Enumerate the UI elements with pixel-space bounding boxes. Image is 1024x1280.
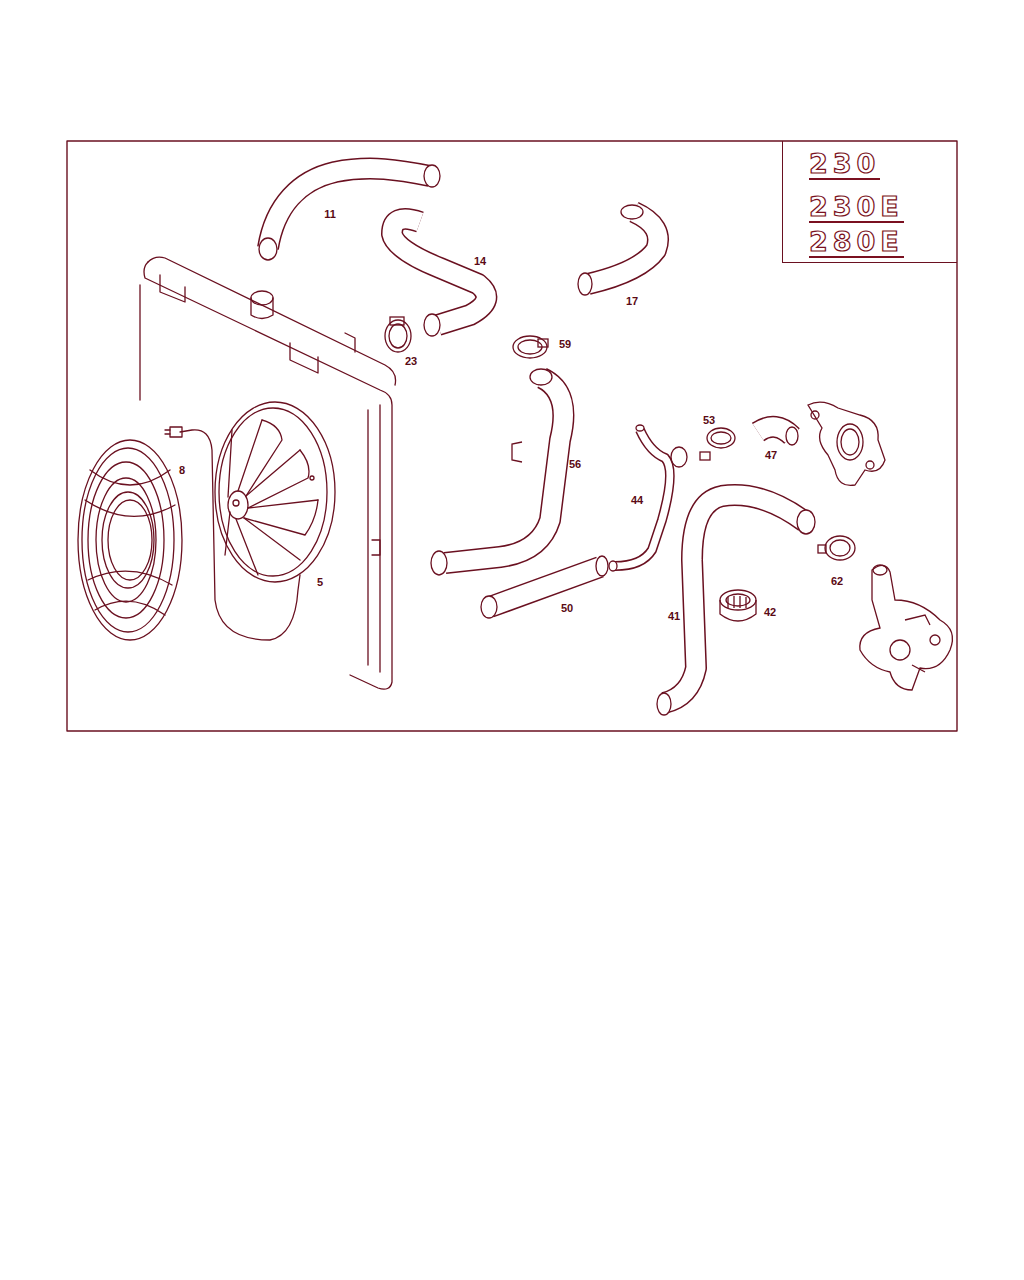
- callout-number: 59: [558, 338, 572, 351]
- callout-number: 44: [630, 494, 644, 507]
- callout-number: 62: [830, 575, 844, 588]
- callout-number: 17: [625, 295, 639, 308]
- model-badge: 230: [809, 150, 880, 180]
- callout-number: 56: [568, 458, 582, 471]
- callout-number: 53: [702, 414, 716, 427]
- callout-number: 5: [316, 576, 324, 589]
- callout-number: 41: [667, 610, 681, 623]
- callout-number: 14: [473, 255, 487, 268]
- callout-number: 50: [560, 602, 574, 615]
- callout-number: 8: [178, 464, 186, 477]
- model-badge: 230E: [809, 193, 904, 223]
- callout-number: 11: [323, 208, 337, 221]
- callout-number: 47: [764, 449, 778, 462]
- callout-number: 23: [404, 355, 418, 368]
- model-inset-box: 230 230E 280E: [782, 141, 957, 263]
- callout-number: 42: [763, 606, 777, 619]
- model-badge: 280E: [809, 228, 904, 258]
